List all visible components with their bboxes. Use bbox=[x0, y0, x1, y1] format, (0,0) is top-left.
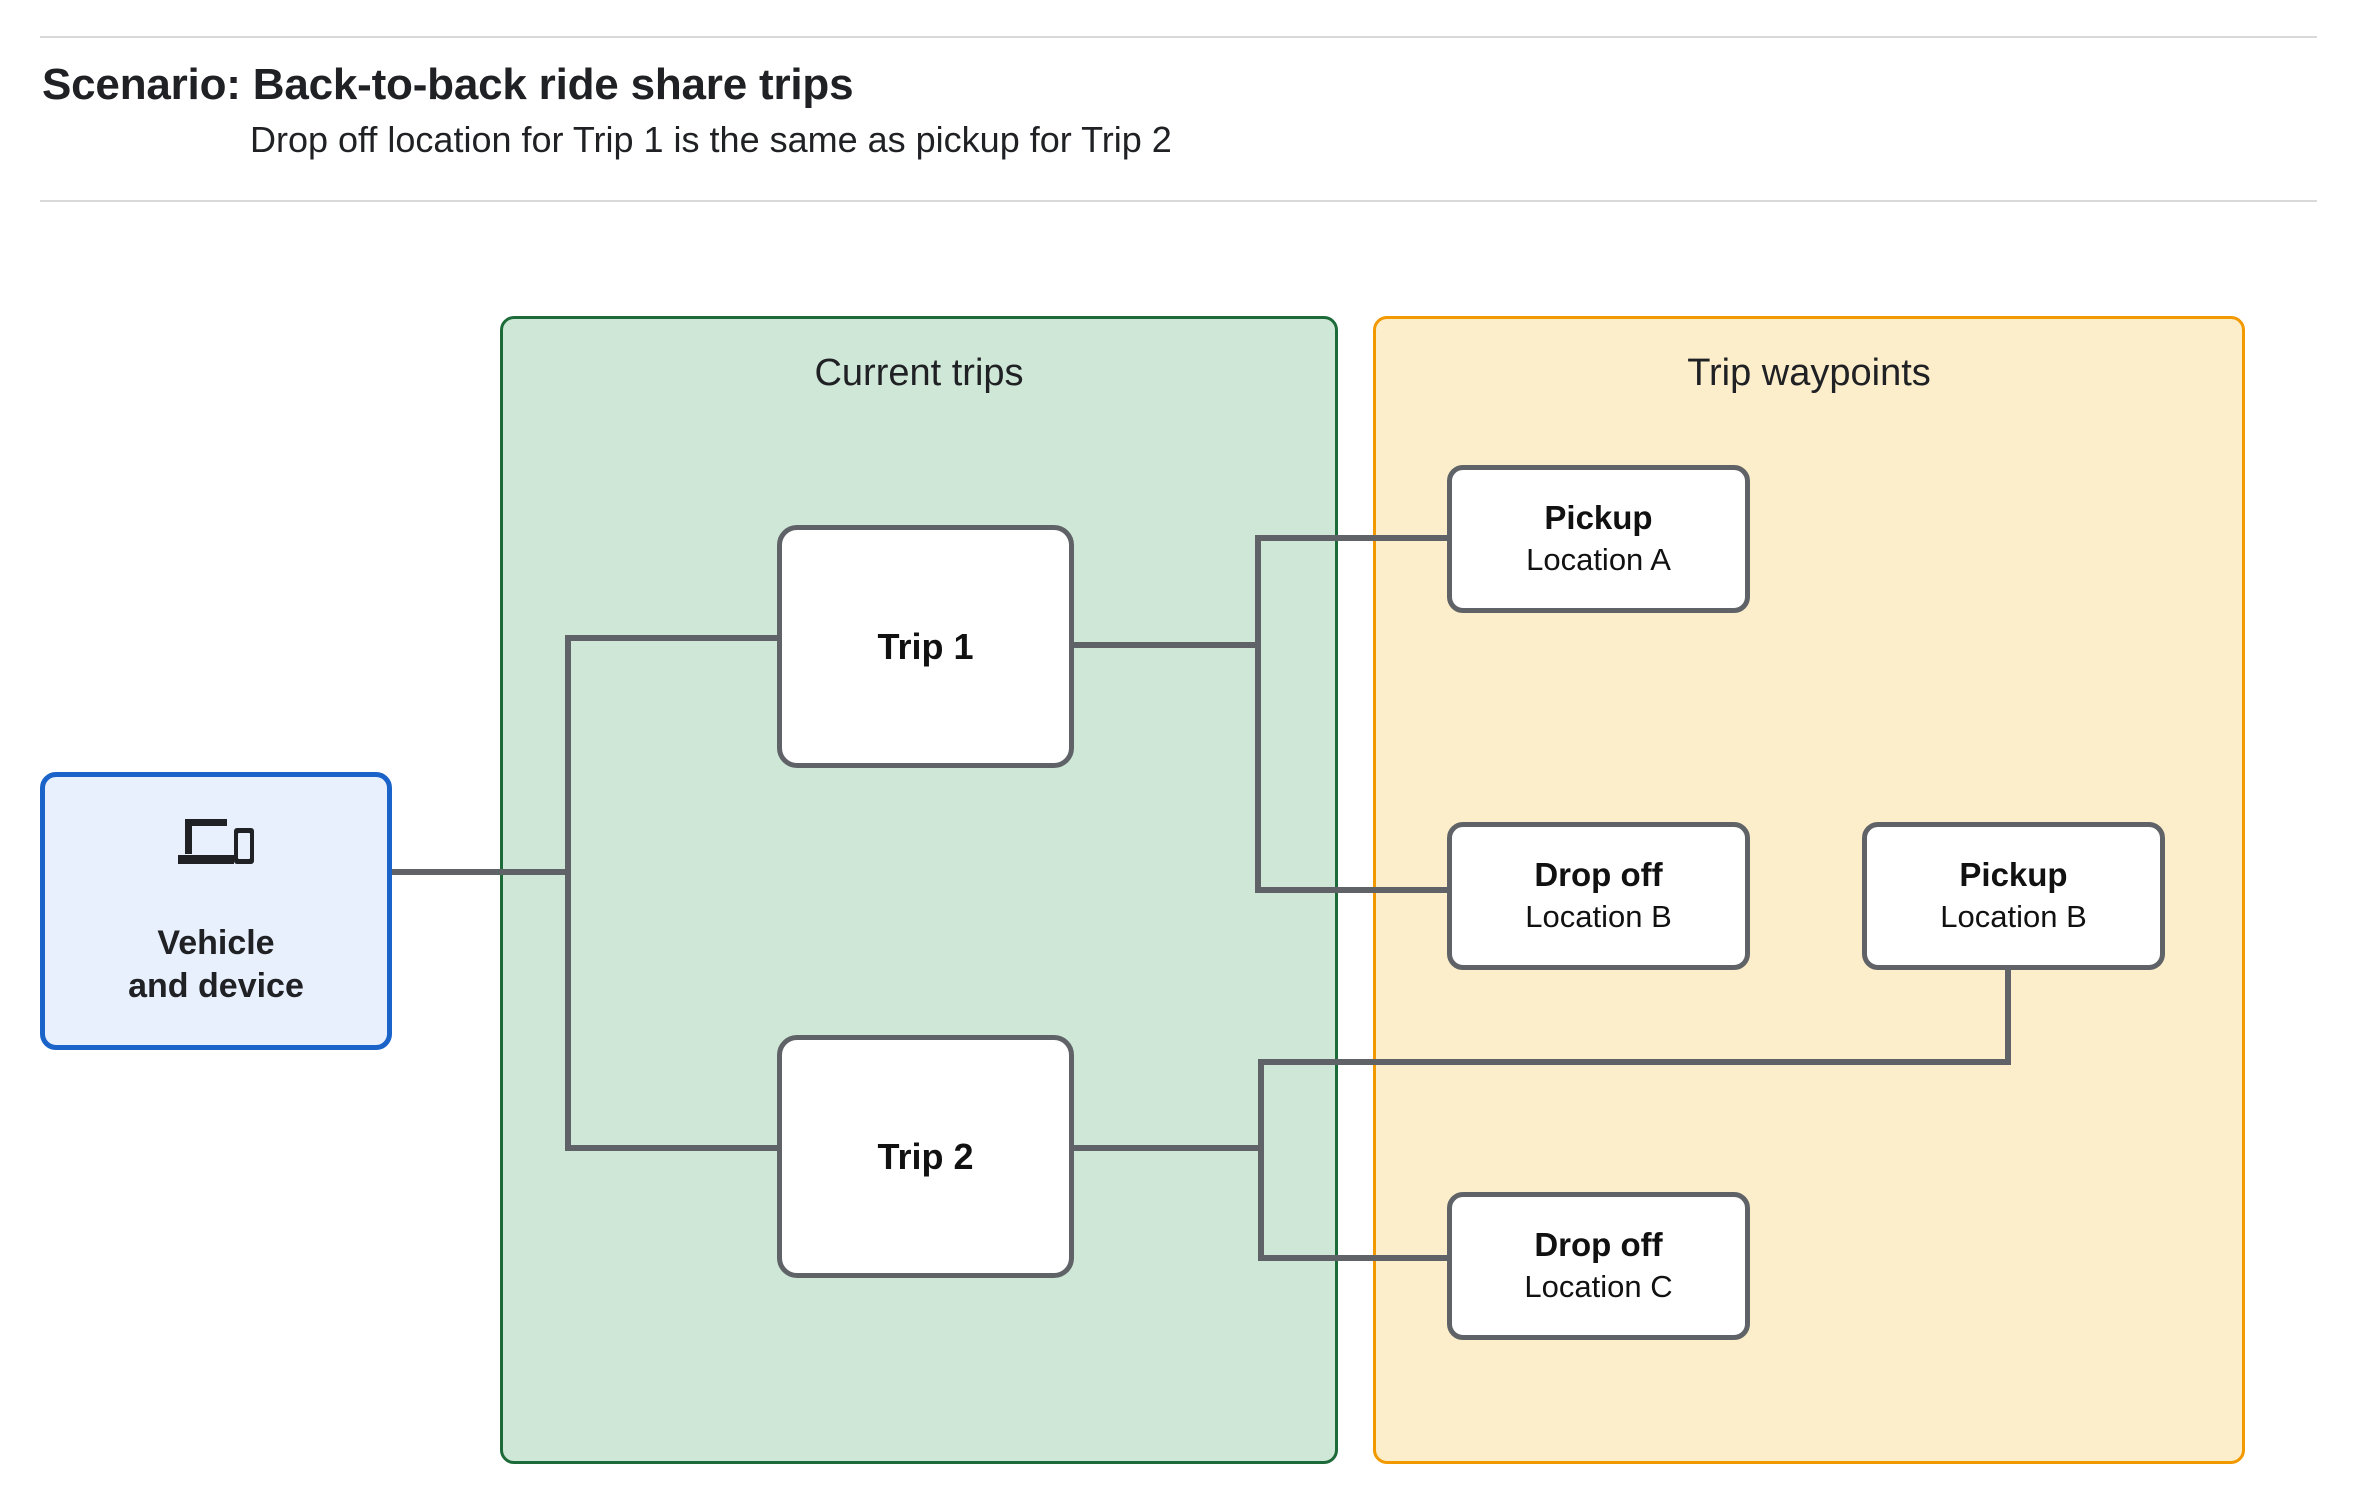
group-current-trips-title: Current trips bbox=[814, 352, 1024, 394]
node-trip-1-label: Trip 1 bbox=[877, 625, 974, 667]
node-pickup-location-b[interactable]: Pickup Location B bbox=[1862, 822, 2165, 970]
node-dropoff-b-title: Drop off bbox=[1534, 856, 1663, 894]
node-trip-2-label: Trip 2 bbox=[877, 1135, 974, 1177]
node-pickup-b-title: Pickup bbox=[1959, 856, 2068, 894]
node-trip-2[interactable]: Trip 2 bbox=[777, 1035, 1074, 1278]
group-trip-waypoints-title: Trip waypoints bbox=[1687, 352, 1931, 394]
node-pickup-location-a[interactable]: Pickup Location A bbox=[1447, 465, 1750, 613]
group-current-trips: Current trips bbox=[500, 316, 1338, 1464]
header-rule-bottom bbox=[40, 200, 2317, 202]
page-title: Scenario: Back-to-back ride share trips bbox=[42, 60, 854, 109]
node-dropoff-c-location: Location C bbox=[1524, 1269, 1673, 1305]
node-dropoff-location-b[interactable]: Drop off Location B bbox=[1447, 822, 1750, 970]
page-subtitle: Drop off location for Trip 1 is the same… bbox=[250, 119, 1172, 160]
node-dropoff-location-c[interactable]: Drop off Location C bbox=[1447, 1192, 1750, 1340]
header-rule-top bbox=[40, 36, 2317, 38]
node-vehicle-label: Vehicle and device bbox=[128, 924, 304, 1005]
node-trip-1[interactable]: Trip 1 bbox=[777, 525, 1074, 768]
devices-icon bbox=[177, 815, 255, 874]
node-pickup-a-title: Pickup bbox=[1544, 499, 1653, 537]
node-pickup-b-location: Location B bbox=[1940, 899, 2087, 935]
node-dropoff-c-title: Drop off bbox=[1534, 1226, 1663, 1264]
node-dropoff-b-location: Location B bbox=[1525, 899, 1672, 935]
node-vehicle-and-device[interactable]: Vehicle and device bbox=[40, 772, 392, 1050]
node-pickup-a-location: Location A bbox=[1526, 542, 1671, 578]
